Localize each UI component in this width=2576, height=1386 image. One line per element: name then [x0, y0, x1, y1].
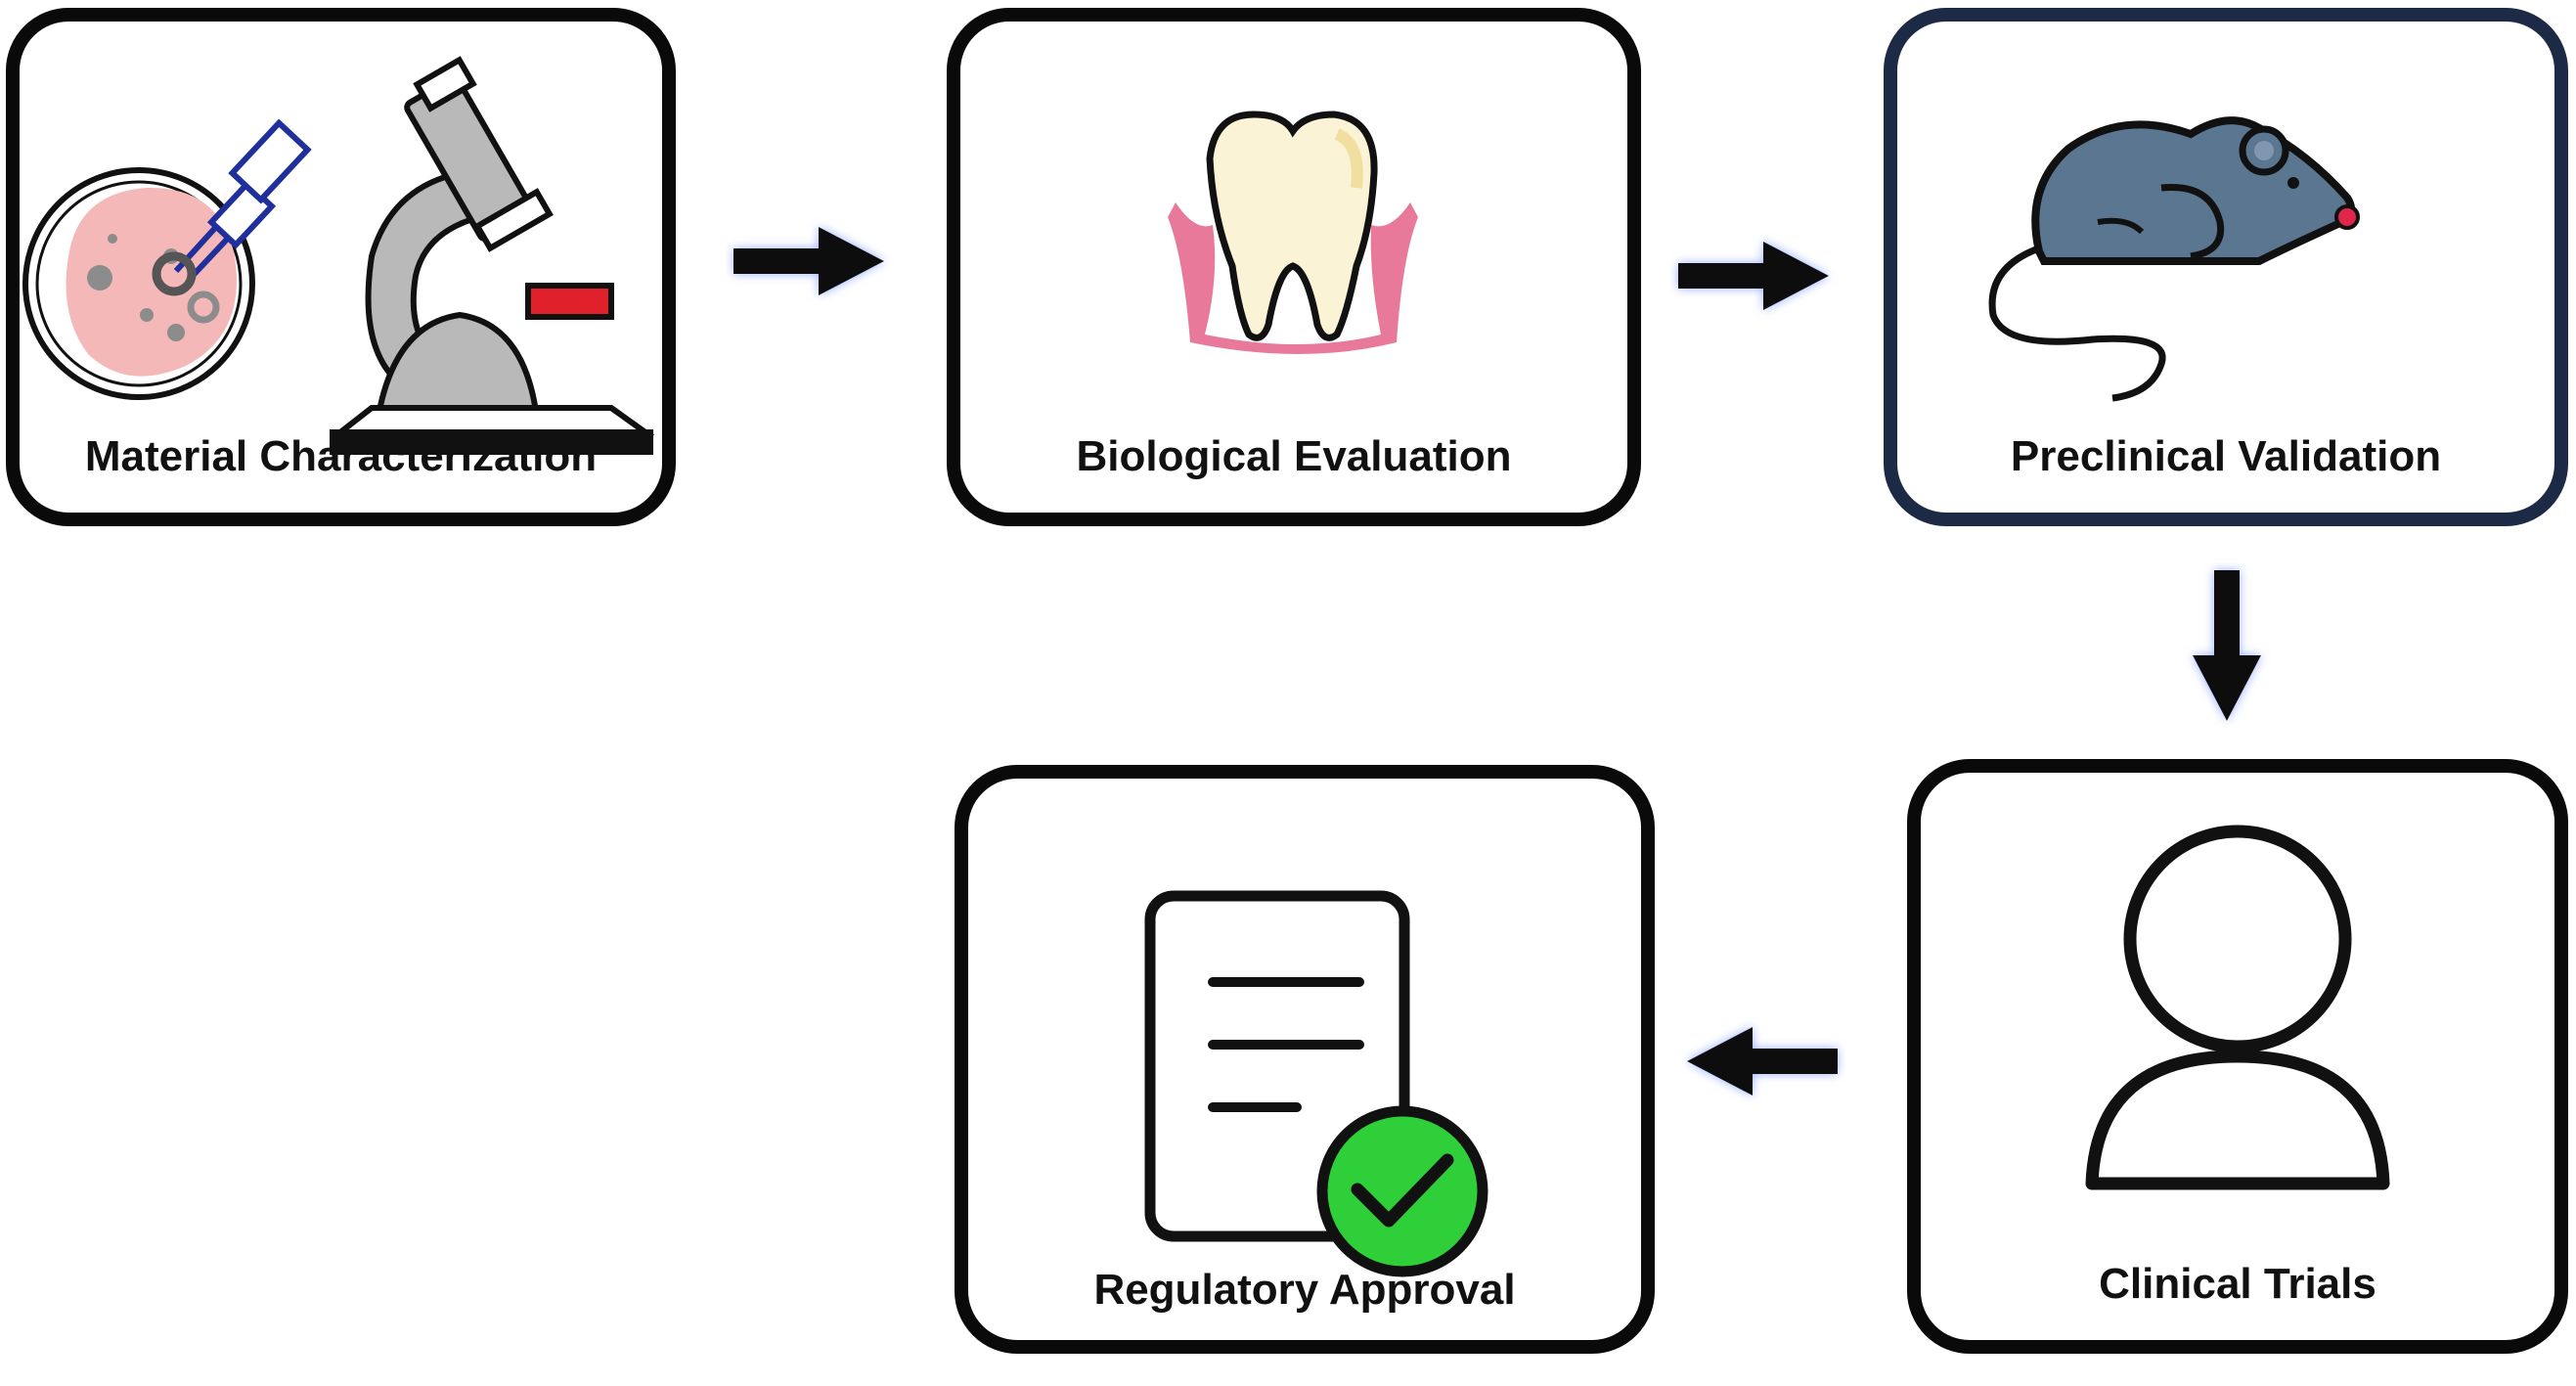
step-material-characterization: Material Characterization	[6, 8, 676, 526]
tooth-icon	[1168, 111, 1418, 354]
step-preclinical-validation: Preclinical Validation	[1884, 8, 2568, 526]
step-biological-evaluation: Biological Evaluation	[947, 8, 1641, 526]
flow-arrow-left	[1687, 1027, 1838, 1095]
flow-arrow-down	[2193, 570, 2261, 721]
step-clinical-trials: Clinical Trials	[1907, 759, 2568, 1354]
step-label: Preclinical Validation	[2010, 432, 2442, 480]
step-label: Clinical Trials	[2099, 1260, 2376, 1308]
petri-dish-microscope-icon	[22, 56, 655, 455]
document-check-icon	[1144, 890, 1488, 1277]
step-label: Regulatory Approval	[1093, 1266, 1516, 1314]
person-icon	[2085, 825, 2390, 1190]
step-label: Biological Evaluation	[1076, 432, 1512, 480]
flow-arrow-right	[1678, 242, 1829, 310]
flow-arrow-right	[733, 227, 884, 295]
step-label: Material Characterization	[84, 432, 598, 480]
step-regulatory-approval: Regulatory Approval	[955, 765, 1655, 1354]
mouse-icon	[1988, 116, 2360, 402]
